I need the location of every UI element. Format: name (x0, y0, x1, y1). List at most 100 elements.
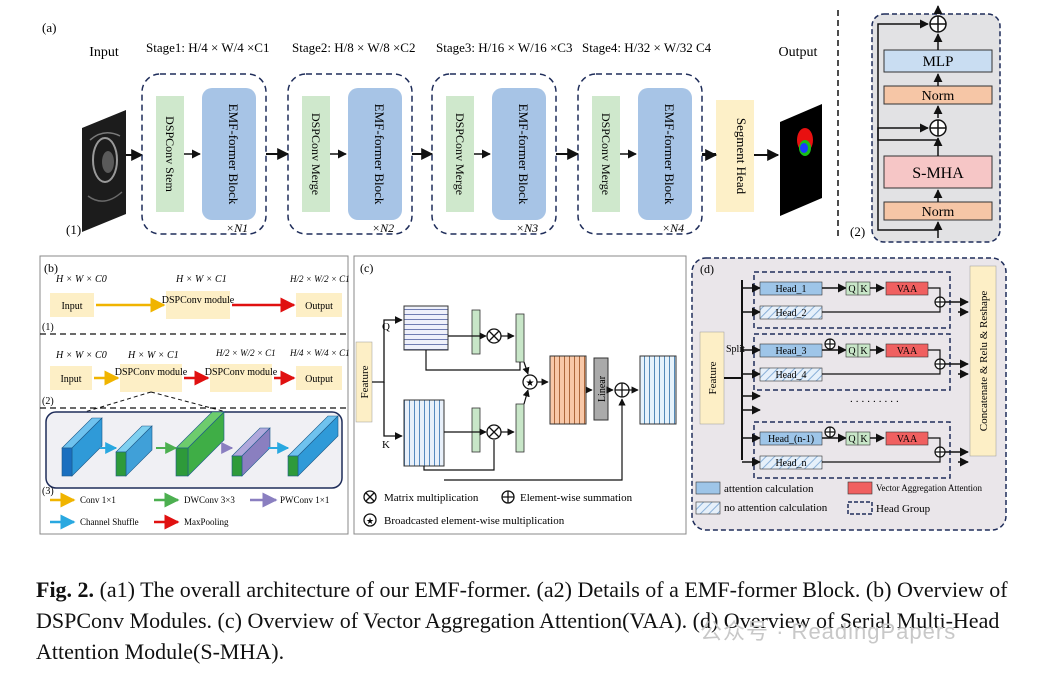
b2-dim-in: H × W × C0 (55, 350, 107, 361)
legend-group: Head Group (876, 503, 931, 515)
b1-dim-mid: H × W × C1 (175, 274, 227, 285)
c-k: K (382, 439, 390, 451)
b2-module2-box (210, 364, 272, 392)
dspconv-box (446, 96, 474, 212)
legend-dwconv: DWConv 3×3 (184, 495, 235, 505)
b1-module: DSPConv module (162, 295, 235, 306)
dspconv-label: DSPConv Merge (599, 113, 613, 195)
b2-output: Output (305, 374, 333, 385)
d-feature-box (699, 331, 725, 425)
panel-b: (b) H × W × C0 H × W × C1 H/2 × W/2 × C1… (39, 255, 350, 535)
dspconv-label: DSPConv Merge (309, 113, 323, 195)
concat-label: Concatenate & Relu & Reshape (978, 291, 990, 432)
watermark: 公众号 · ReadingPapers (700, 619, 957, 644)
k-label: K (860, 434, 868, 445)
legend-noattn: no attention calculation (724, 502, 828, 514)
b2-dim-out: H/4 × W/4 × C1 (289, 348, 350, 358)
qa-vector (515, 313, 525, 363)
legend-attn-swatch (695, 481, 721, 495)
broadcast-mul-icon (363, 513, 377, 527)
stage-repeat: ×N4 (662, 221, 684, 235)
b2-input-box (50, 366, 92, 390)
emf-former-label: EMF-former Block (372, 104, 387, 205)
figure-caption: Fig. 2. (a1) The overall architecture of… (36, 574, 1046, 667)
emf-former-label: EMF-former Block (226, 104, 241, 205)
b2-output-box (296, 366, 342, 390)
head-label: Head_1 (775, 284, 806, 295)
legend-vaa-swatch (847, 481, 873, 495)
dspconv-box (302, 96, 330, 212)
panel-a: (a) Input (1) Stage1: H/4 × W/4 ×C1DSPCo… (42, 5, 1001, 243)
head-label: Head_n (775, 458, 806, 469)
stage-title: Stage3: H/16 × W/16 ×C3 (436, 40, 572, 55)
marker-a2: (2) (850, 224, 865, 239)
ka-vector (515, 403, 525, 453)
stage-repeat: ×N1 (226, 221, 248, 235)
b2-module1-box (120, 364, 182, 392)
norm-bottom-label: Norm (922, 205, 955, 220)
figure-canvas: (a) Input (1) Stage1: H/4 × W/4 ×C1DSPCo… (39, 5, 1007, 535)
k-label: K (860, 284, 868, 295)
b2-module1: DSPConv module (115, 367, 188, 378)
wk-vector (471, 407, 481, 453)
d-feature: Feature (707, 361, 719, 394)
caption-text: (a1) The overall architecture of our EMF… (36, 577, 1008, 664)
b1-output: Output (305, 301, 333, 312)
b2-module2: DSPConv module (205, 367, 278, 378)
norm-top-label: Norm (922, 89, 955, 104)
legend-matmul: Matrix multiplication (384, 492, 479, 504)
legend-pwconv: PWConv 1×1 (280, 495, 329, 505)
concat-box (969, 265, 997, 457)
segment-head-box (716, 100, 754, 212)
svg-text:★: ★ (366, 516, 374, 526)
q-label: Q (848, 434, 856, 445)
head-label: Head_2 (775, 308, 806, 319)
b1-module-box (166, 291, 230, 319)
b3-marker: (3) (42, 486, 54, 497)
panel-d-label: (d) (700, 262, 714, 276)
head-label: Head_(n-1) (768, 434, 814, 445)
stage-container (431, 73, 557, 235)
ellipsis: ......... (850, 393, 902, 405)
b2-input: Input (60, 374, 81, 385)
b1-marker: (1) (42, 322, 54, 333)
legend-shuffle: Channel Shuffle (80, 517, 139, 527)
legend-group-swatch (847, 501, 873, 515)
legend-maxpool: MaxPooling (184, 517, 229, 527)
stage-title: Stage1: H/4 × W/4 ×C1 (146, 40, 269, 55)
stage-container (141, 73, 267, 235)
stage-repeat: ×N2 (372, 221, 394, 235)
stage-container (287, 73, 413, 235)
vaa-label: VAA (897, 284, 918, 295)
linear-label: Linear (597, 375, 608, 402)
b1-dim-out: H/2 × W/2 × C1 (289, 274, 350, 284)
legend-noattn-swatch (695, 501, 721, 515)
b2-dim-mid: H × W × C1 (127, 350, 179, 361)
input-label: Input (89, 45, 119, 60)
b1-dim-in: H × W × C0 (55, 274, 107, 285)
legend-sum: Element-wise summation (520, 492, 633, 504)
panel-b-label: (b) (44, 261, 58, 275)
q-matrix (403, 305, 449, 351)
stage-title: Stage4: H/32 × W/32 C4 (582, 40, 712, 55)
dspconv-box (592, 96, 620, 212)
svg-text:★: ★ (526, 378, 535, 389)
b1-output-box (296, 293, 342, 317)
marker-a1: (1) (66, 222, 81, 237)
legend-broadcast: Broadcasted element-wise multiplication (384, 515, 565, 527)
head-group-box (753, 333, 951, 391)
output-image (780, 104, 822, 216)
panel-c-label: (c) (360, 261, 373, 275)
vaa-label: VAA (897, 346, 918, 357)
stage-container (577, 73, 703, 235)
b2-dim-half: H/2 × W/2 × C1 (215, 348, 276, 358)
legend-vaa: Vector Aggregation Attention (876, 483, 982, 493)
split-label: Split (726, 344, 745, 355)
q-label: Q (848, 346, 856, 357)
vaa-label: VAA (897, 434, 918, 445)
b2-marker: (2) (42, 396, 54, 407)
head-label: Head_4 (775, 370, 806, 381)
output-label: Output (779, 45, 818, 60)
